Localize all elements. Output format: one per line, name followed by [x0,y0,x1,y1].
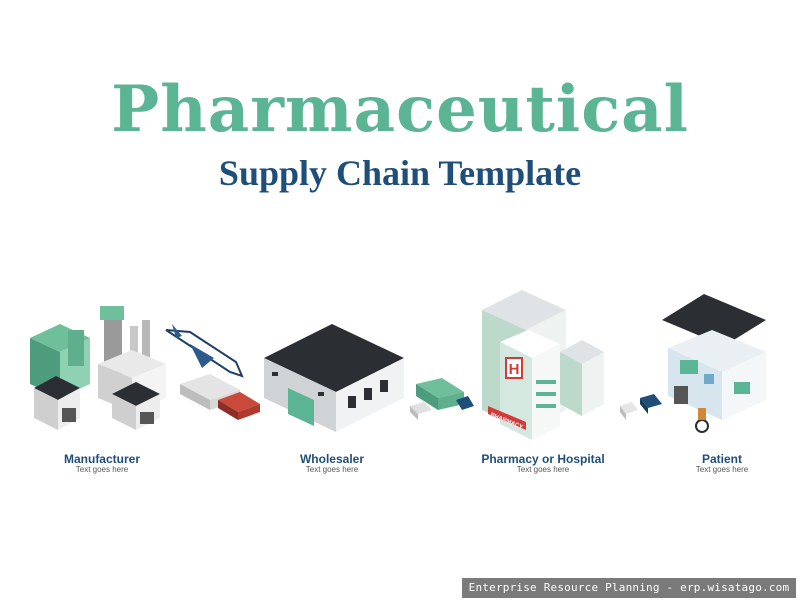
airplane-icon [165,324,244,378]
train-icon [180,374,260,420]
house-icon [662,294,766,433]
factory-icon [30,306,166,430]
watermark: Enterprise Resource Planning - erp.wisat… [462,578,796,598]
stage-sub-patient: Text goes here [695,465,749,474]
stage-sub-pharmacy-hospital: Text goes here [516,465,570,474]
hospital-icon: H PHARMACY [482,290,604,440]
wheelchair-icon [695,408,709,433]
stage-label-wholesaler: Wholesaler [299,452,365,466]
stage-label-manufacturer: Manufacturer [63,452,140,466]
warehouse-icon [264,324,404,432]
stage-label-patient: Patient [701,452,742,466]
page-title: Pharmaceutical [111,72,689,147]
truck-icon [410,378,474,420]
hospital-h-sign: H [509,361,520,378]
transport-air-rail-icon [165,324,260,420]
stage-sub-wholesaler: Text goes here [305,465,359,474]
stage-sub-manufacturer: Text goes here [75,465,129,474]
stage-label-pharmacy-hospital: Pharmacy or Hospital [481,452,605,466]
page-subtitle: Supply Chain Template [218,153,582,193]
car-icon [620,394,662,420]
